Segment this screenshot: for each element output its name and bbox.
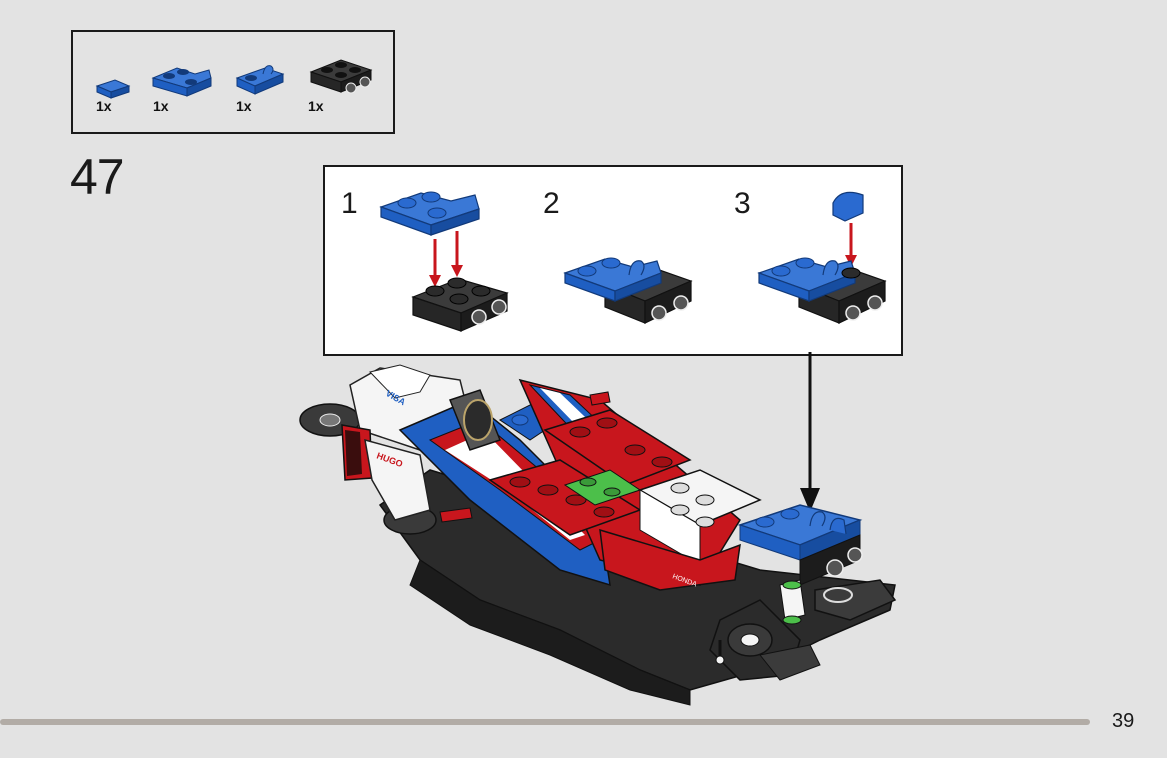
step-number: 47 <box>70 149 125 205</box>
part-qty: 1x <box>308 98 324 114</box>
placement-arrow <box>800 352 820 512</box>
part-qty: 1x <box>236 98 252 114</box>
substep-3-illustration <box>757 191 887 324</box>
footer-bar <box>0 719 1090 725</box>
part-qty: 1x <box>96 98 112 114</box>
blue-tile-part-icon <box>95 79 131 99</box>
substep-number: 2 <box>543 187 560 220</box>
part-qty: 1x <box>153 98 169 114</box>
substep-number: 3 <box>734 187 751 220</box>
blue-clip-plate-part-icon <box>235 65 285 95</box>
substep-2-illustration <box>563 257 693 324</box>
callout-box: 1 2 3 <box>323 165 903 356</box>
substep-1-illustration <box>379 191 509 332</box>
blue-corner-plate-part-icon <box>151 67 212 97</box>
page-number: 39 <box>1112 710 1135 732</box>
substep-number: 1 <box>341 187 358 220</box>
parts-list-box: 1x 1x 1x 1x <box>71 30 395 134</box>
black-wheel-plate-part-icon <box>309 59 373 94</box>
